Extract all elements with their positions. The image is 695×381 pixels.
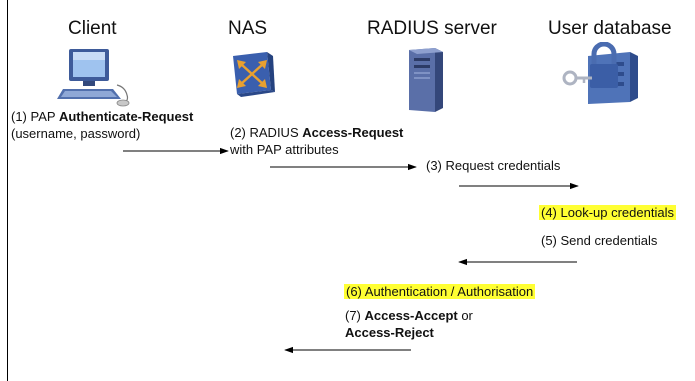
step-1-message: Authenticate-Request	[58, 109, 194, 124]
radius-server-header: RADIUS server	[367, 18, 497, 39]
step-1-label: (1) PAP Authenticate-Request (username, …	[11, 108, 193, 142]
step-5-label: (5) Send credentials	[541, 233, 658, 248]
step-1-prefix: (1) PAP	[11, 109, 59, 124]
user-database-header: User database	[548, 18, 672, 39]
server-icon	[409, 48, 443, 112]
step-6-highlight: (6) Authentication / Authorisation	[344, 284, 536, 299]
step-2-prefix: (2) RADIUS	[230, 125, 303, 140]
step-6-label: (6) Authentication / Authorisation	[344, 283, 536, 300]
left-border-line	[7, 0, 8, 381]
step-1-detail: (username, password)	[11, 126, 141, 141]
step-2-detail: with PAP attributes	[230, 142, 339, 157]
client-header: Client	[68, 18, 117, 39]
nas-header: NAS	[228, 18, 268, 39]
step-2-message: Access-Request	[302, 125, 404, 140]
step-7-label: (7) Access-Accept or Access-Reject	[345, 307, 473, 341]
step-4-label: (4) Look-up credentials	[539, 204, 676, 221]
step-7-or: or	[457, 308, 473, 323]
router-icon	[233, 52, 275, 97]
step-7-prefix: (7)	[345, 308, 365, 323]
step-2-label: (2) RADIUS Access-Request with PAP attri…	[230, 124, 403, 158]
step-7-accept: Access-Accept	[364, 308, 458, 323]
step-3-label: (3) Request credentials	[426, 158, 561, 173]
computer-icon	[57, 49, 130, 107]
step-4-highlight: (4) Look-up credentials	[539, 205, 676, 220]
step-7-reject: Access-Reject	[345, 325, 434, 340]
locked-database-icon	[562, 42, 638, 104]
